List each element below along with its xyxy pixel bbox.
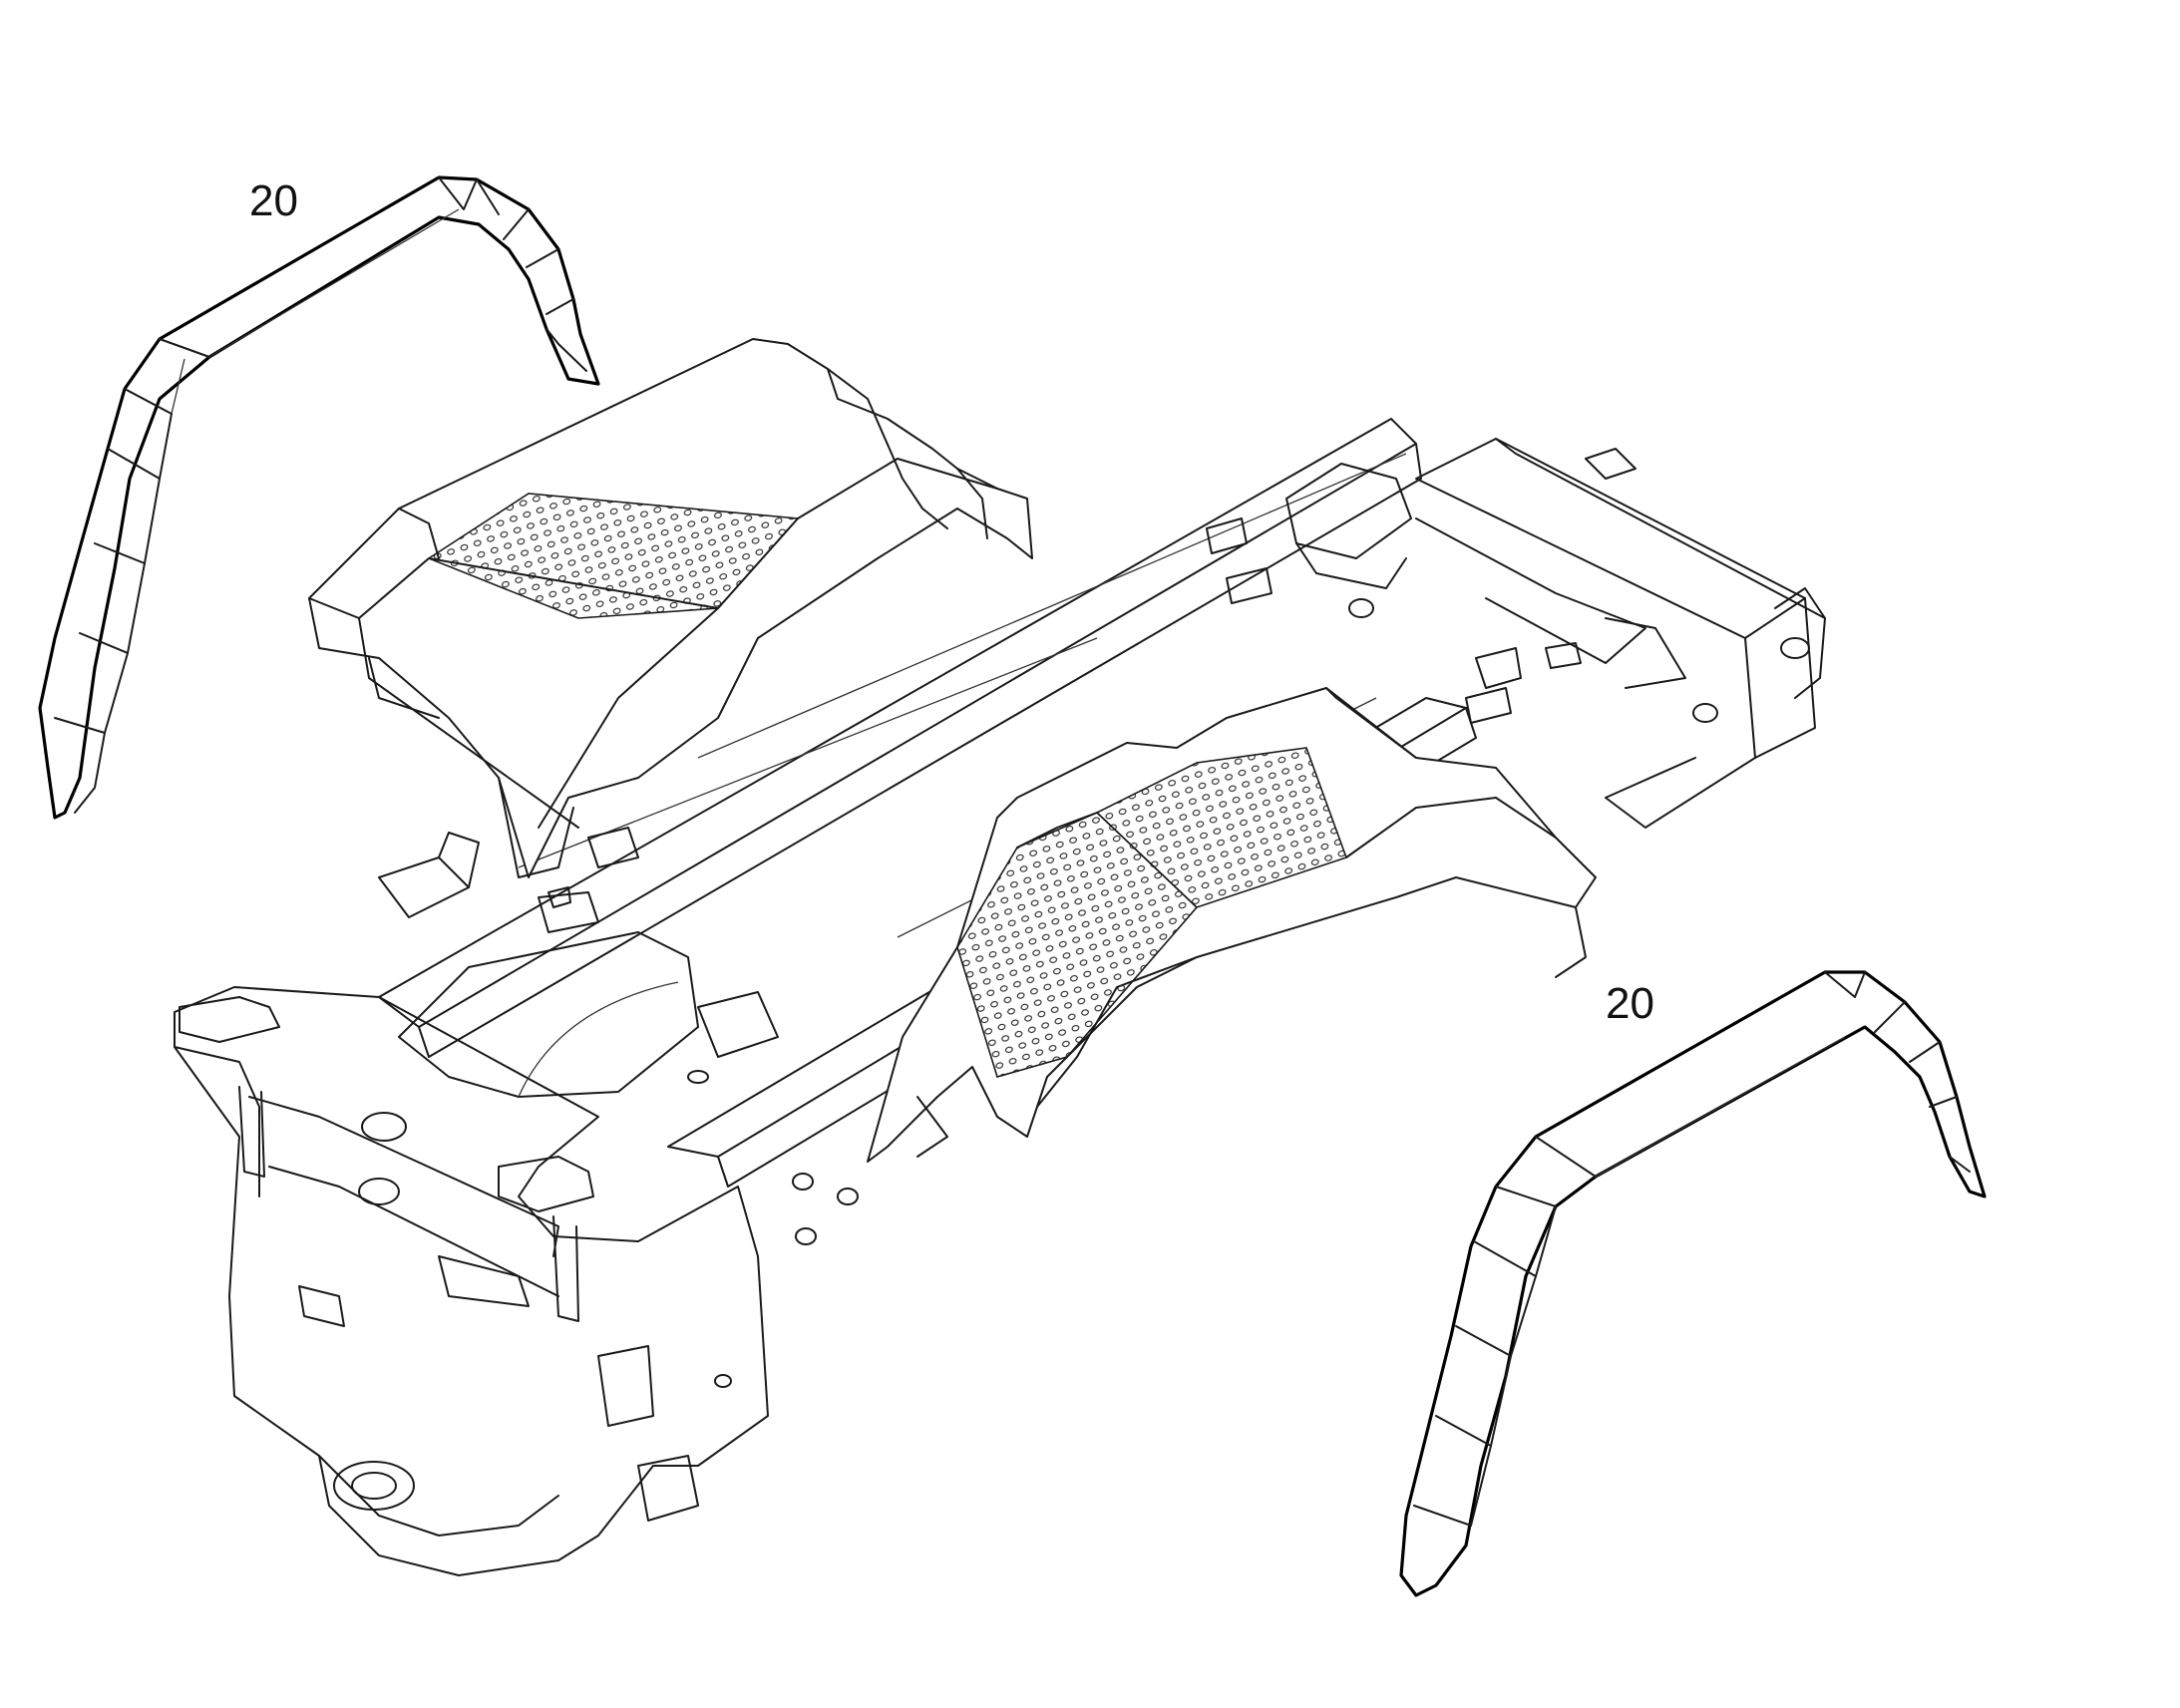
- part-callout-20-left: 20: [249, 176, 298, 225]
- rear-mount-frame: [1206, 463, 1646, 724]
- perforated-step-cover: [867, 687, 1597, 1163]
- fender-part-20-left: [38, 175, 600, 820]
- fender-part-20-right: [1399, 970, 1987, 1597]
- fan-duct-housing: [308, 338, 1033, 918]
- part-callout-20-right: 20: [1606, 979, 1654, 1028]
